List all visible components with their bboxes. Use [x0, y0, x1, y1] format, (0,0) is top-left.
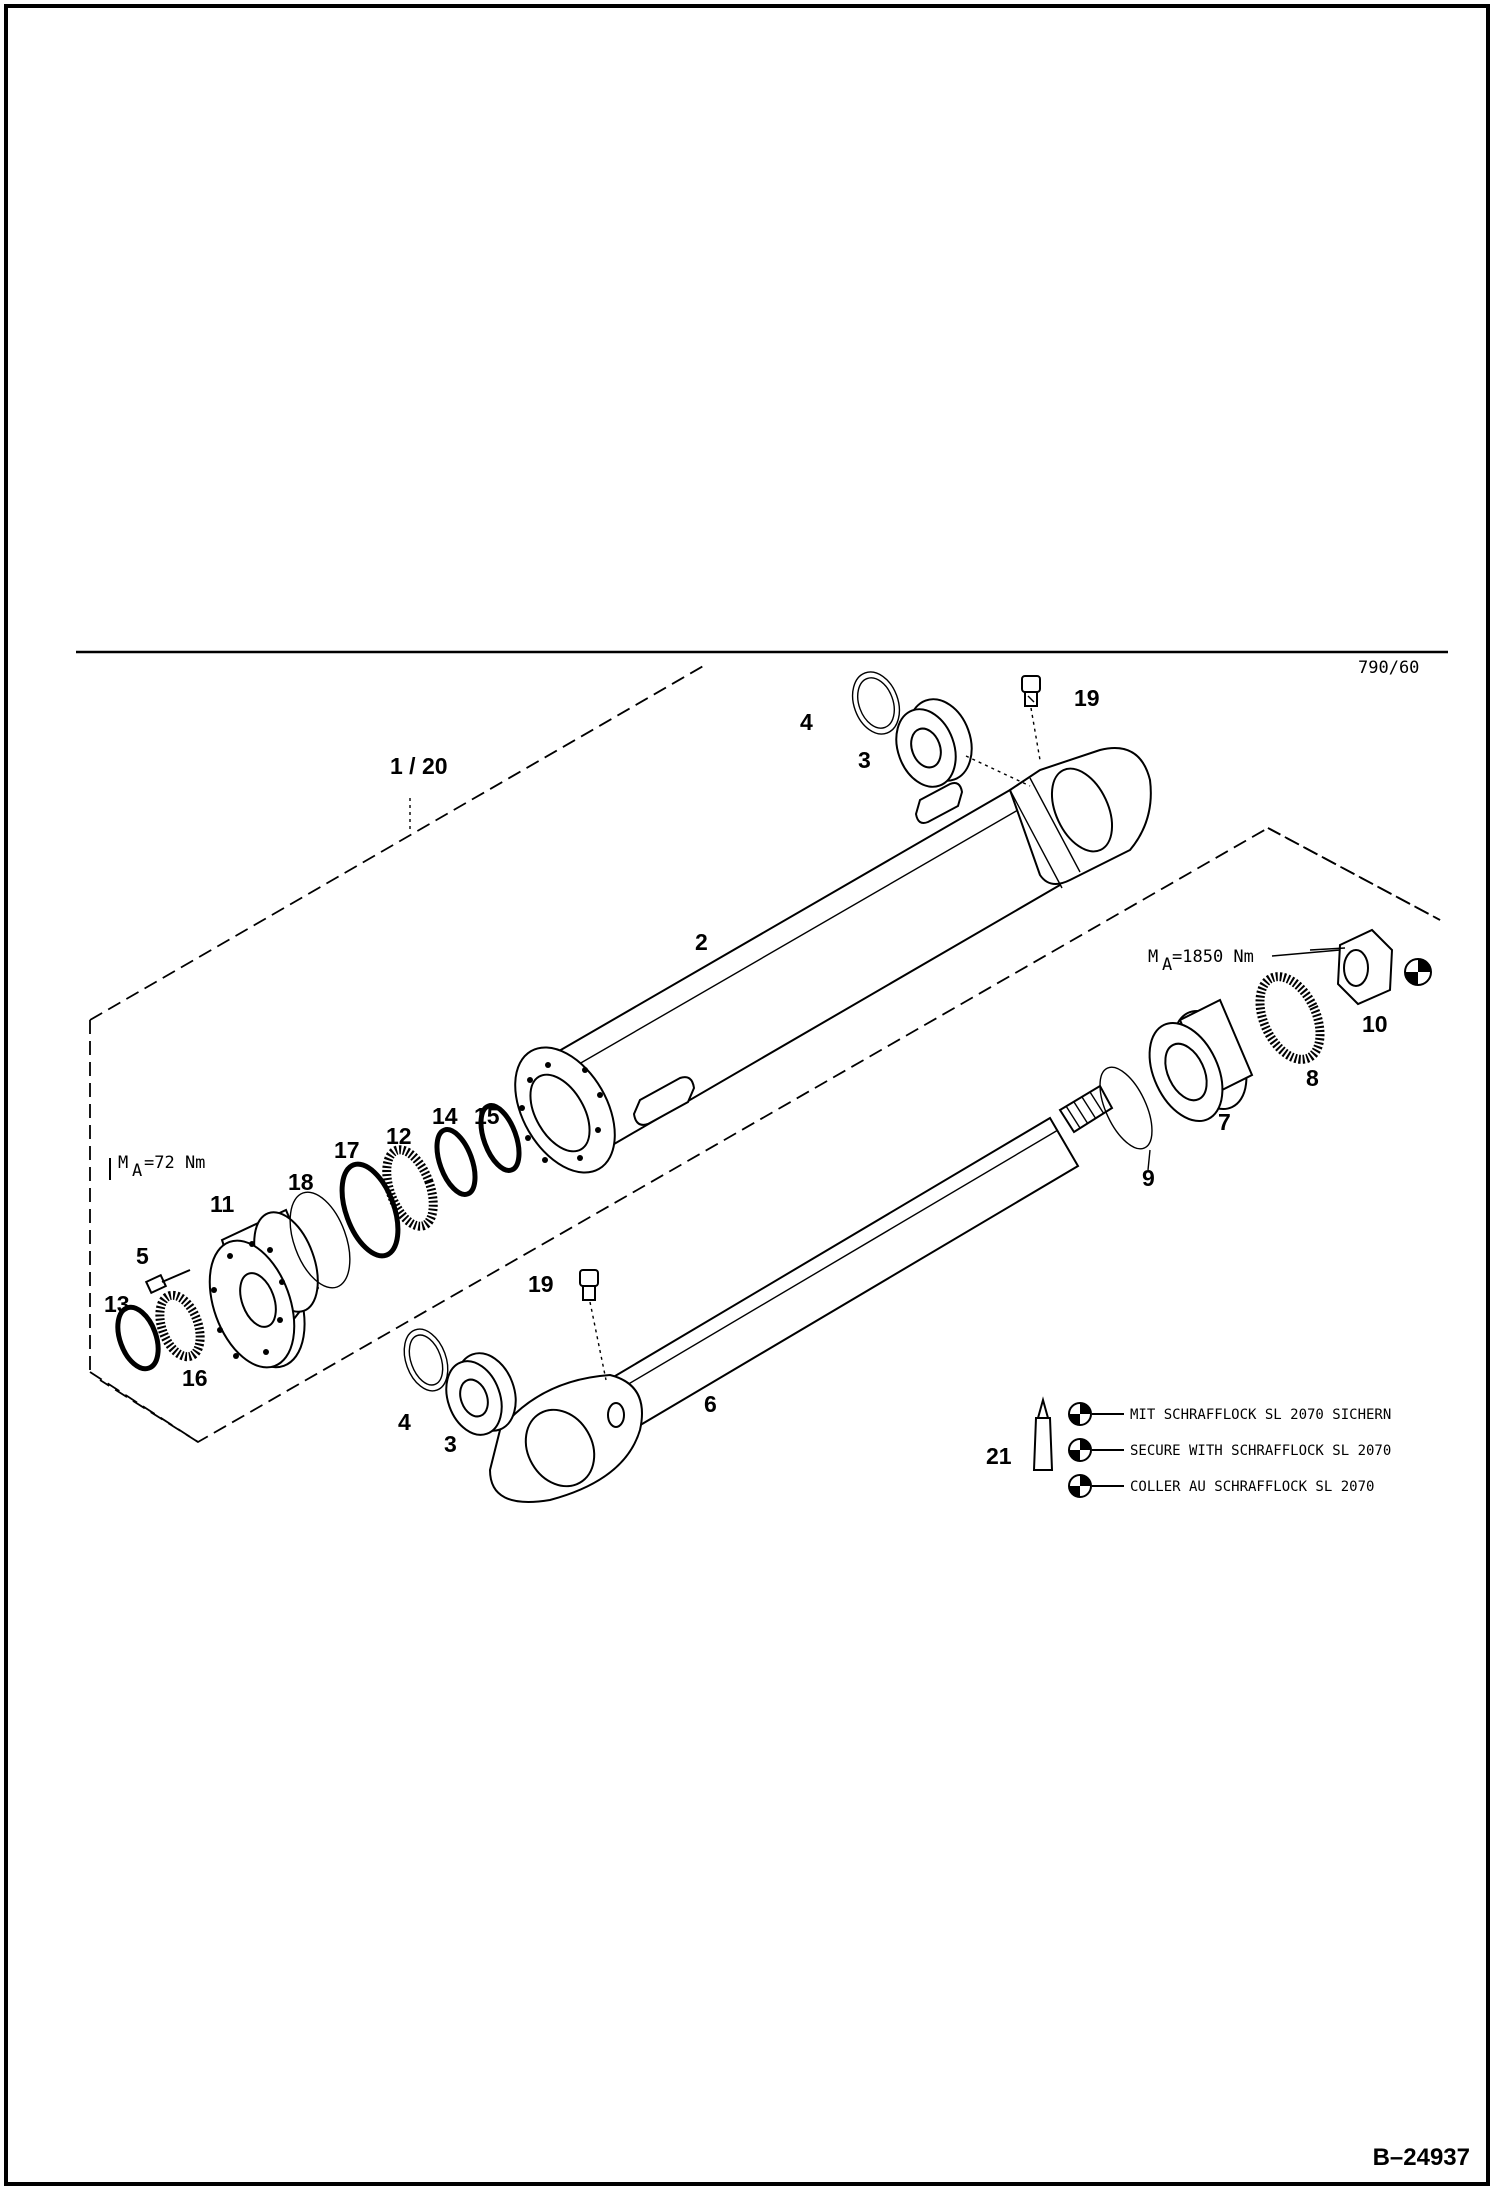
rod-seal: [155, 1290, 205, 1362]
page-frame: [4, 4, 1490, 2186]
guide-head: [208, 1208, 320, 1369]
retaining-ring-lower: [403, 1328, 449, 1392]
callout-4-upper: 4: [800, 709, 813, 735]
adhesive-tube-icon: [1032, 1396, 1054, 1471]
document-number: B–24937: [1372, 2144, 1470, 2171]
callout-17: 17: [334, 1137, 360, 1163]
callout-3-upper: 3: [858, 747, 871, 773]
spherical-bearing-upper: [895, 698, 973, 788]
callout-4-lower: 4: [398, 1409, 411, 1435]
svg-text:A: A: [1162, 955, 1172, 975]
adhesive-symbol-icon: [1404, 958, 1432, 986]
o-ring-head: [289, 1191, 351, 1289]
grease-nipple-upper: [1021, 675, 1041, 707]
svg-text:A: A: [132, 1161, 142, 1181]
cylinder-tube: [514, 747, 1152, 1174]
guide-ring-15: [478, 1103, 522, 1173]
assembly-outline-corner: [99, 1379, 199, 1443]
retaining-ring-upper: [851, 671, 901, 735]
callout-2: 2: [695, 929, 708, 955]
grease-nipple-lower: [579, 1269, 599, 1301]
callout-13: 13: [104, 1291, 130, 1317]
o-ring-piston: [1099, 1066, 1153, 1150]
wiper-ring: [115, 1304, 161, 1372]
piston-nut: [1336, 928, 1394, 1006]
spherical-bearing-lower: [445, 1352, 517, 1436]
callout-9: 9: [1142, 1165, 1155, 1191]
callout-7: 7: [1218, 1109, 1231, 1135]
svg-text:M: M: [1148, 947, 1158, 967]
guide-ring-14: [434, 1127, 478, 1197]
svg-text:M: M: [118, 1153, 128, 1173]
callout-10: 10: [1362, 1011, 1388, 1037]
piston: [1148, 998, 1254, 1123]
legend-line-french: COLLER AU SCHRAFFLOCK SL 2070: [1130, 1479, 1374, 1495]
callout-11: 11: [210, 1191, 235, 1217]
piston-rod: [488, 1084, 1114, 1503]
callout-1-20: 1 / 20: [390, 753, 448, 779]
svg-text:=1850 Nm: =1850 Nm: [1172, 947, 1254, 967]
legend-bullets: [1068, 1402, 1124, 1498]
callout-18: 18: [288, 1169, 314, 1195]
callout-19-upper: 19: [1074, 685, 1100, 711]
cover-bolt: [144, 1269, 191, 1295]
assembly-outline-right2: [1267, 827, 1441, 921]
callout-6: 6: [704, 1391, 717, 1417]
torque-note-cover-bolts: M A =72 Nm: [109, 1153, 205, 1181]
callout-19-lower: 19: [528, 1271, 554, 1297]
svg-text:=72 Nm: =72 Nm: [144, 1153, 205, 1173]
callout-5: 5: [136, 1243, 149, 1269]
assembly-outline-top: [89, 664, 706, 1021]
callout-3-lower: 3: [444, 1431, 457, 1457]
callout-16: 16: [182, 1365, 208, 1391]
piston-seal: [1255, 972, 1325, 1064]
page-code: 790/60: [1358, 658, 1420, 678]
callout-8: 8: [1306, 1065, 1319, 1091]
callout-15: 15: [474, 1103, 500, 1129]
legend-line-english: SECURE WITH SCHRAFFLOCK SL 2070: [1130, 1443, 1391, 1459]
legend-line-german: MIT SCHRAFFLOCK SL 2070 SICHERN: [1130, 1407, 1391, 1423]
callout-21: 21: [986, 1443, 1012, 1469]
callout-12: 12: [386, 1123, 412, 1149]
buffer-seal: [382, 1145, 438, 1231]
callout-14: 14: [432, 1103, 458, 1129]
torque-note-piston-nut: M A =1850 Nm: [1148, 947, 1341, 975]
